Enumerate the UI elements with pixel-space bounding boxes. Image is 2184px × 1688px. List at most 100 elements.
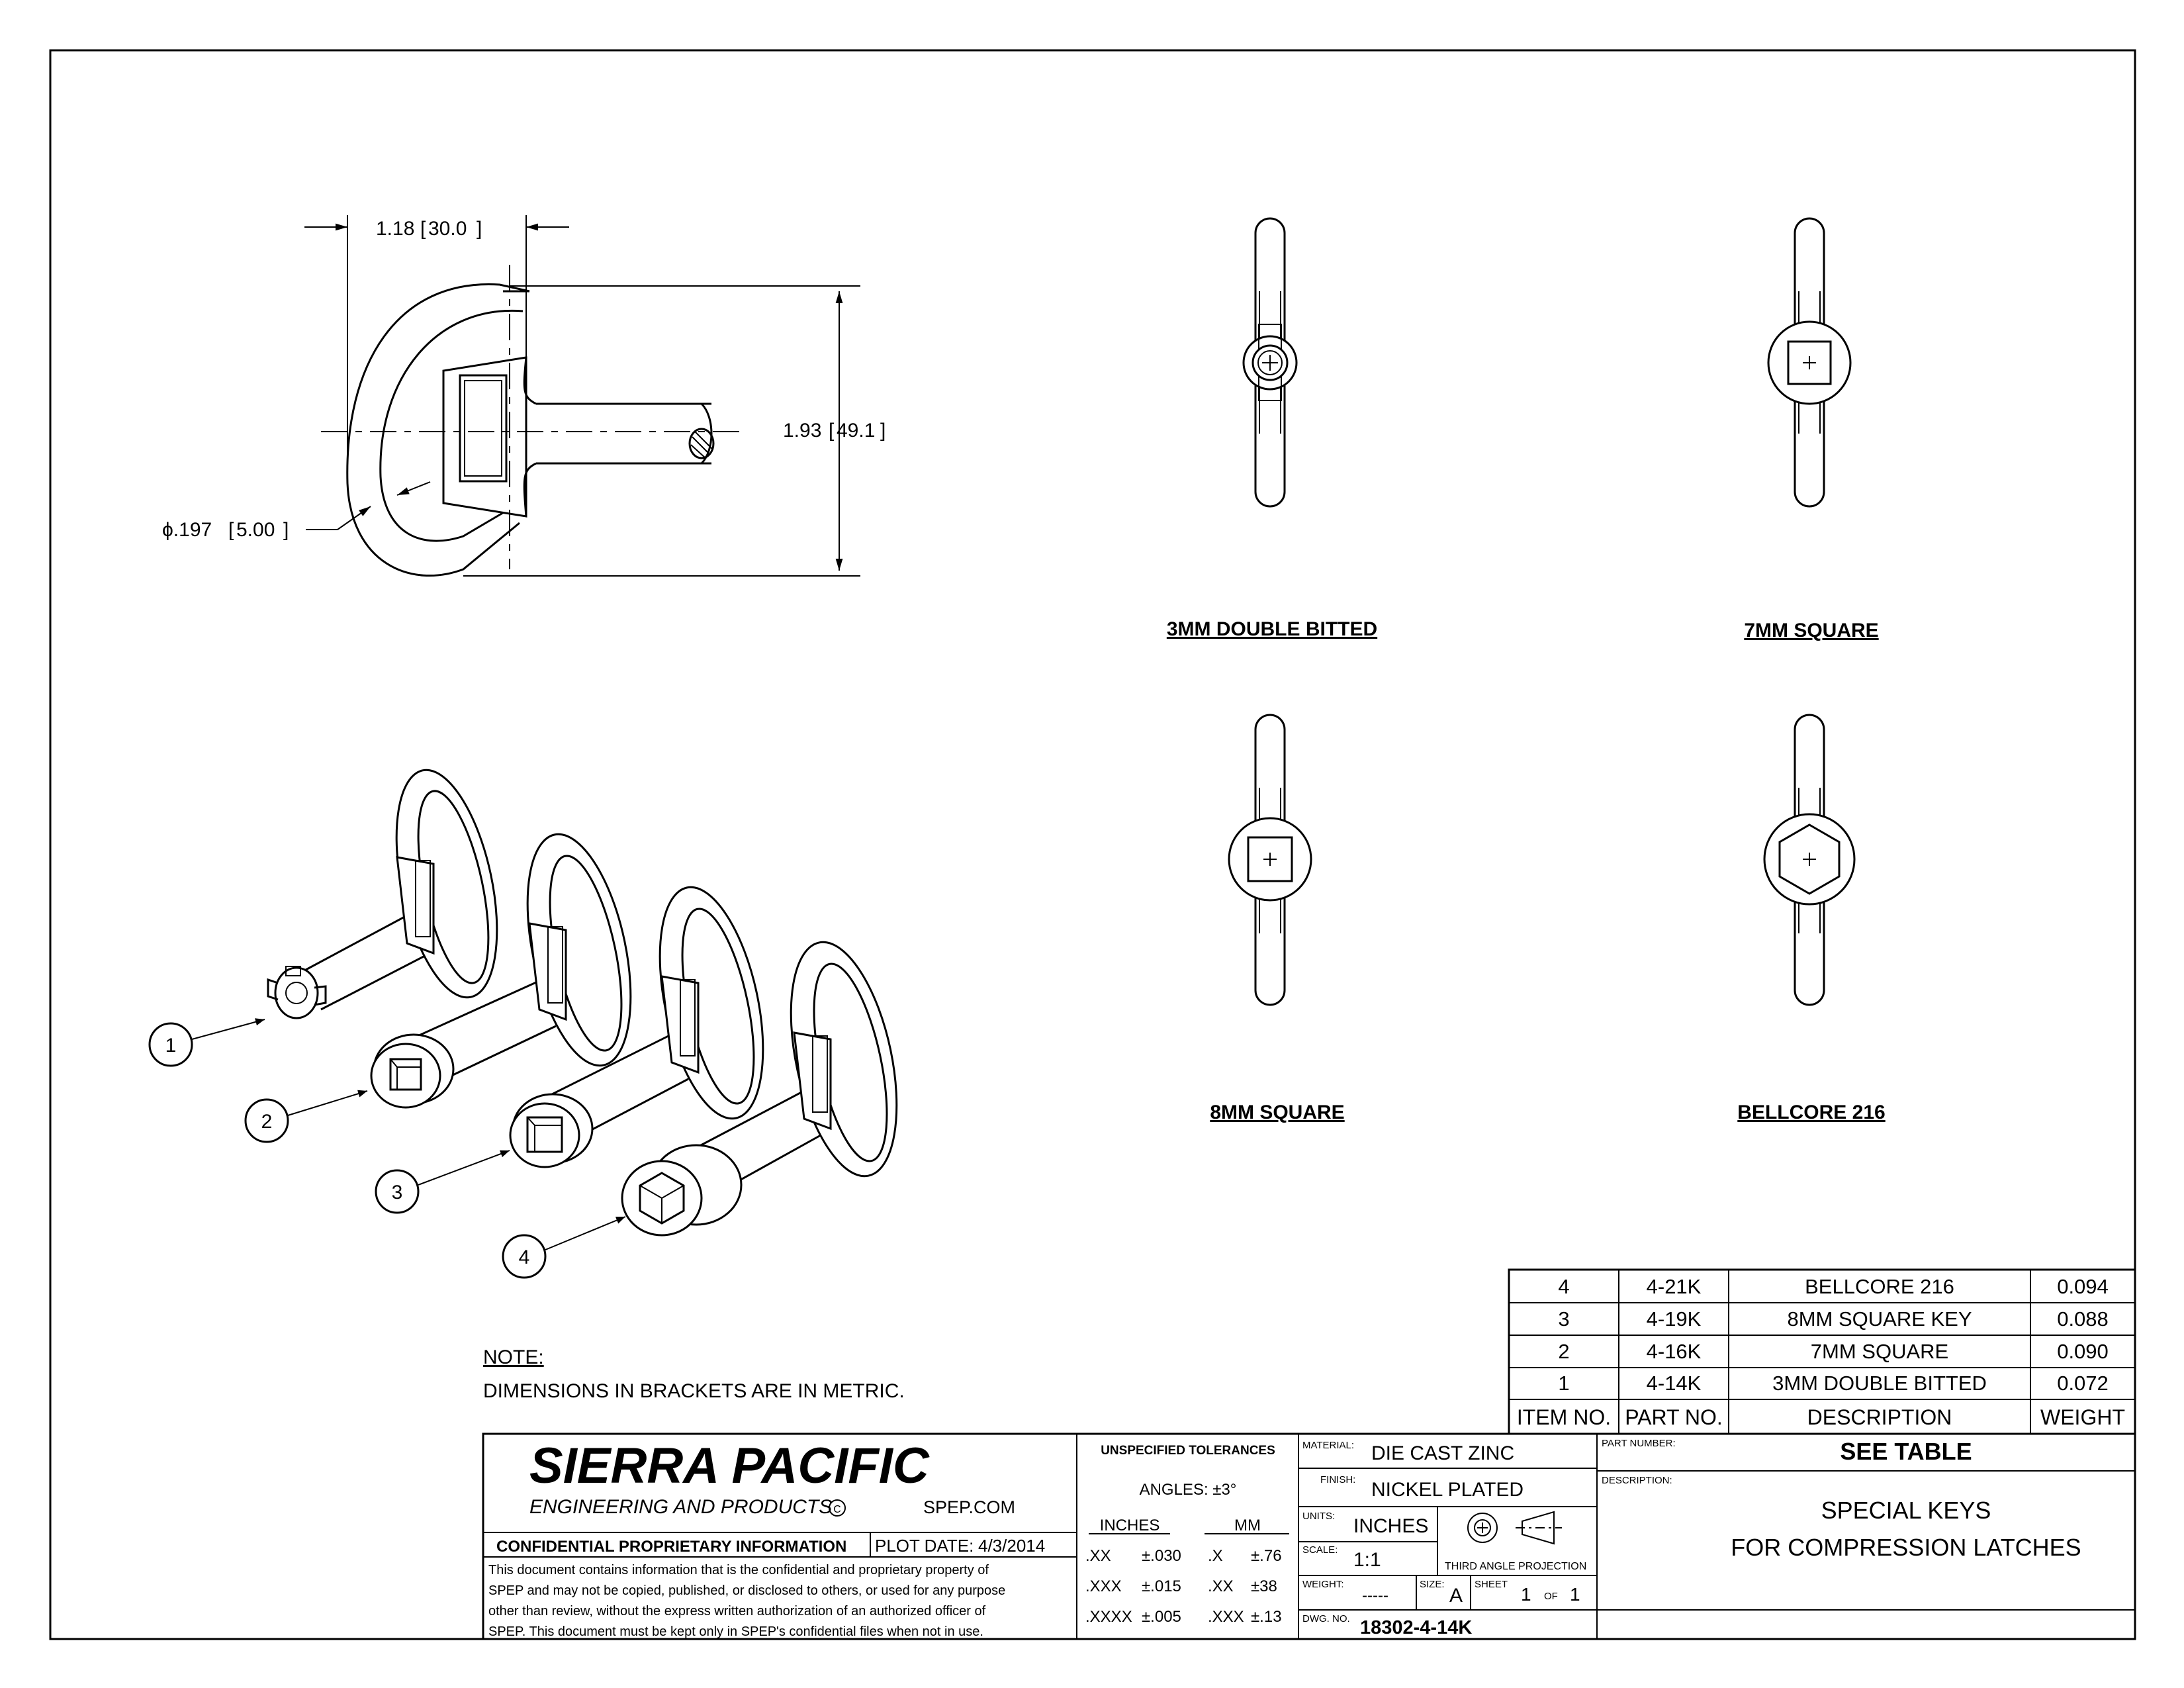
sheet-label: SHEET <box>1475 1579 1508 1590</box>
bom-cell: 4-21K <box>1647 1275 1702 1298</box>
dim-width: 1.18 <box>376 218 414 240</box>
bom-cell: 8MM SQUARE KEY <box>1787 1307 1972 1331</box>
bom-header: ITEM NO. <box>1517 1405 1611 1429</box>
bom-cell: 2 <box>1558 1340 1569 1363</box>
scale-value: 1:1 <box>1353 1549 1381 1571</box>
svg-text:other than review, without the: other than review, without the express w… <box>488 1604 986 1618</box>
tolerance-inches-label: INCHES <box>1100 1517 1160 1534</box>
balloon-4: 4 <box>502 1216 626 1279</box>
svg-text:SPEP. This document must be ke: SPEP. This document must be kept only in… <box>488 1624 983 1639</box>
website: SPEP.COM <box>923 1497 1015 1517</box>
projection-label: THIRD ANGLE PROJECTION <box>1445 1561 1586 1572</box>
end-view-8mm-square <box>1228 714 1312 1006</box>
svg-text:4: 4 <box>519 1246 530 1268</box>
finish-value: NICKEL PLATED <box>1371 1479 1524 1501</box>
svg-text:]: ] <box>477 218 482 240</box>
svg-text:.X: .X <box>1208 1547 1223 1565</box>
description-label: DESCRIPTION: <box>1602 1475 1672 1486</box>
description-line-2: FOR COMPRESSION LATCHES <box>1731 1534 2081 1561</box>
svg-text:±.13: ±.13 <box>1251 1608 1282 1626</box>
bom-cell: 0.090 <box>2057 1340 2109 1363</box>
svg-text:2: 2 <box>261 1111 273 1133</box>
bom-cell: 4-16K <box>1647 1340 1702 1363</box>
svg-text:[: [ <box>228 519 234 541</box>
company-name: SIERRA PACIFIC <box>529 1438 930 1494</box>
part-number-label: PART NUMBER: <box>1602 1438 1676 1449</box>
view-label-3mm-double-bitted: 3MM DOUBLE BITTED <box>1167 618 1377 640</box>
svg-text:1: 1 <box>165 1035 177 1056</box>
svg-text:±.005: ±.005 <box>1142 1608 1181 1626</box>
copyright-icon <box>829 1499 846 1517</box>
bom-cell: 3 <box>1558 1307 1569 1331</box>
dwg-no-label: DWG. NO. <box>1302 1613 1350 1624</box>
bom-cell: 4-19K <box>1647 1307 1702 1331</box>
third-angle-projection-icon <box>1467 1511 1562 1545</box>
svg-text:.XX: .XX <box>1208 1577 1234 1595</box>
finish-label: FINISH: <box>1320 1474 1355 1485</box>
description-line-1: SPECIAL KEYS <box>1821 1497 1991 1524</box>
bom-cell: 7MM SQUARE <box>1811 1340 1948 1363</box>
view-label-bellcore-216: BELLCORE 216 <box>1737 1102 1885 1123</box>
balloon-3: 3 <box>375 1150 510 1214</box>
end-view-7mm-square <box>1767 217 1852 508</box>
svg-text:±38: ±38 <box>1251 1577 1277 1595</box>
note-text: DIMENSIONS IN BRACKETS ARE IN METRIC. <box>483 1380 905 1402</box>
svg-text:]: ] <box>880 420 886 442</box>
svg-text:.XXXX: .XXXX <box>1085 1608 1132 1626</box>
svg-text:[: [ <box>420 218 426 240</box>
dim-diameter: ϕ.197 <box>162 519 212 541</box>
svg-text:±.015: ±.015 <box>1142 1577 1181 1595</box>
bom-cell: 3MM DOUBLE BITTED <box>1772 1372 1987 1395</box>
iso-key-1 <box>267 769 498 1019</box>
view-label-7mm-square: 7MM SQUARE <box>1744 620 1878 641</box>
copyright-mark: C <box>833 1504 841 1515</box>
bom-cell: 4-14K <box>1647 1372 1702 1395</box>
bom-cell: 4 <box>1558 1275 1569 1298</box>
dim-height-metric: 49.1 <box>837 420 875 442</box>
svg-text:±.030: ±.030 <box>1142 1547 1181 1565</box>
bom-cell: BELLCORE 216 <box>1805 1275 1954 1298</box>
dwg-no-value: 18302-4-14K <box>1360 1617 1472 1638</box>
part-number-value: SEE TABLE <box>1840 1438 1972 1465</box>
units-value: INCHES <box>1353 1515 1428 1537</box>
bom-cell: 0.072 <box>2057 1372 2109 1395</box>
bom-rows: 4 4-21K BELLCORE 216 0.094 3 4-19K 8MM S… <box>1517 1275 2125 1429</box>
tolerance-table: .XX ±.030 .XXX ±.015 .XXXX ±.005 .X ±.76… <box>1085 1547 1282 1626</box>
sheet-value: 1 <box>1521 1584 1531 1605</box>
sheet-total: 1 <box>1570 1584 1580 1605</box>
svg-text:[: [ <box>829 420 835 442</box>
svg-text:.XXX: .XXX <box>1208 1608 1244 1626</box>
svg-text:This document contains informa: This document contains information that … <box>488 1563 989 1577</box>
iso-key-2 <box>370 833 632 1109</box>
balloon-1: 1 <box>148 1018 265 1067</box>
balloon-2: 2 <box>244 1090 368 1143</box>
view-label-8mm-square: 8MM SQUARE <box>1210 1102 1344 1123</box>
material-value: DIE CAST ZINC <box>1371 1442 1514 1464</box>
svg-text:.XXX: .XXX <box>1085 1577 1122 1595</box>
bom-cell: 0.088 <box>2057 1307 2109 1331</box>
of-label: OF <box>1544 1591 1558 1602</box>
svg-text:3: 3 <box>392 1182 403 1203</box>
bom-header: DESCRIPTION <box>1807 1405 1952 1429</box>
bom-header: PART NO. <box>1625 1405 1723 1429</box>
iso-key-4 <box>621 941 898 1237</box>
front-view: 1.18 [ 30.0 ] 1.93 [ 49.1 ] ϕ.197 [ 5.00… <box>162 215 886 577</box>
svg-text:SPEP and may not be copied, pu: SPEP and may not be copied, published, o… <box>488 1583 1005 1598</box>
legal-text: This document contains information that … <box>488 1563 1005 1639</box>
plot-date: 4/3/2014 <box>978 1536 1045 1556</box>
plot-date-label: PLOT DATE: <box>875 1536 974 1556</box>
units-label: UNITS: <box>1302 1511 1335 1522</box>
tolerance-angles: ANGLES: ±3° <box>1140 1481 1237 1499</box>
dim-width-metric: 30.0 <box>428 218 467 240</box>
scale-label: SCALE: <box>1302 1544 1338 1556</box>
dim-height: 1.93 <box>783 420 821 442</box>
company-subtitle: ENGINEERING AND PRODUCTS <box>529 1496 832 1518</box>
end-view-3mm-double-bitted <box>1242 217 1298 508</box>
weight-label: WEIGHT: <box>1302 1579 1344 1590</box>
tolerance-mm-label: MM <box>1234 1517 1261 1534</box>
material-label: MATERIAL: <box>1302 1440 1354 1451</box>
bom-cell: 0.094 <box>2057 1275 2109 1298</box>
bom-cell: 1 <box>1558 1372 1569 1395</box>
svg-text:.XX: .XX <box>1085 1547 1111 1565</box>
